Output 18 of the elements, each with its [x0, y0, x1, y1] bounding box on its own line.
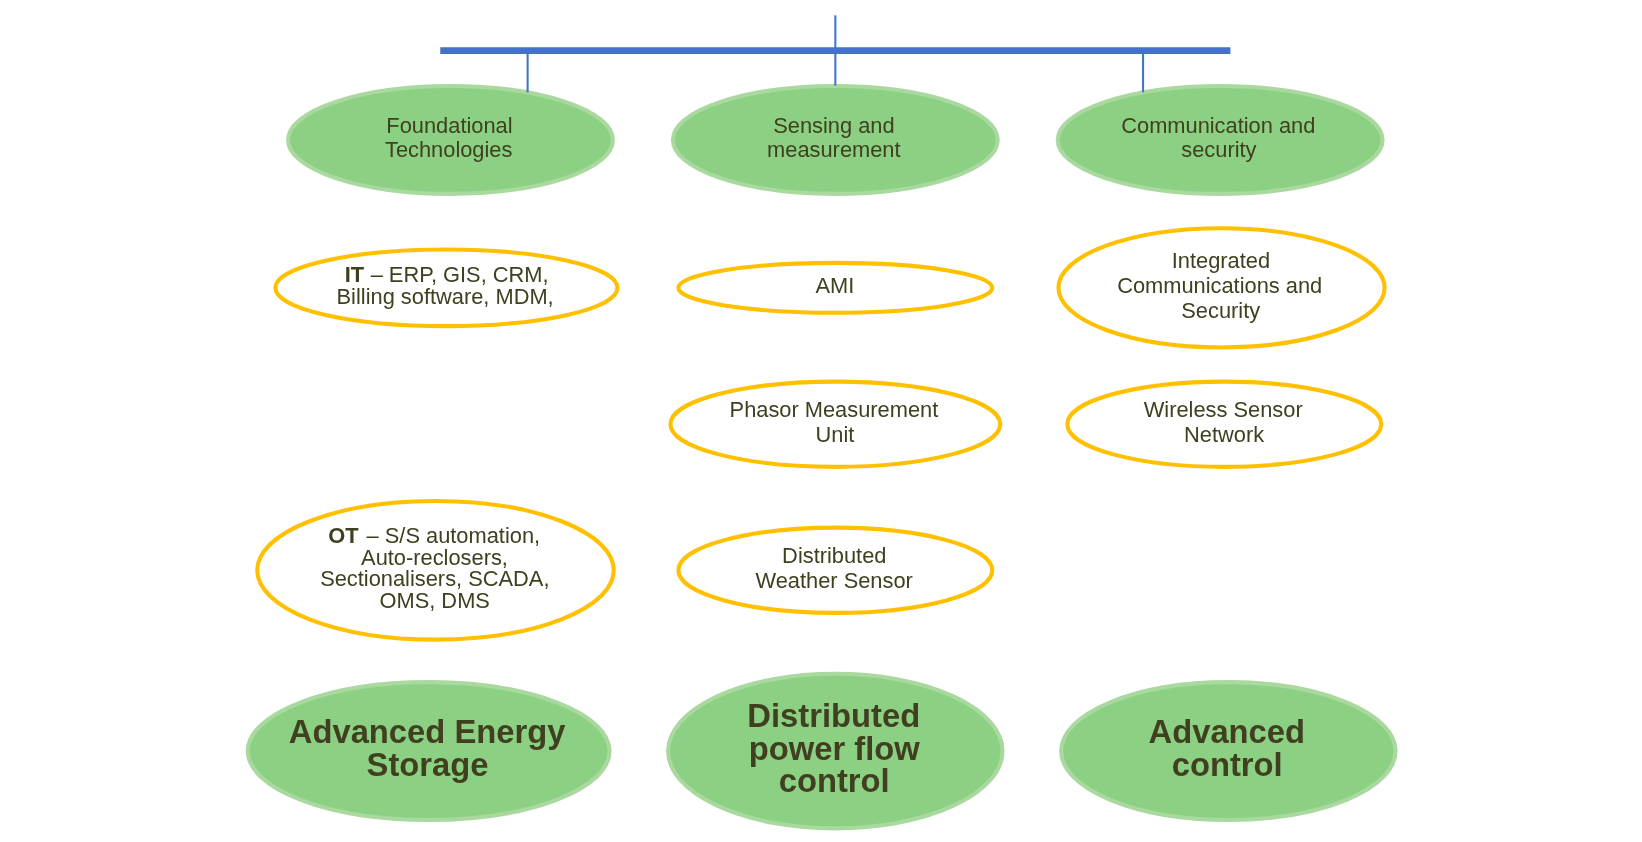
node-ellipse: Integrated Communications and Security	[1055, 226, 1387, 350]
node-ellipse: Distributed Weather Sensor	[675, 525, 994, 615]
node-bar	[439, 47, 1230, 54]
node-ellipse: OT – S/S automation, Auto-reclosers, Sectionalisers, SCADA, OMS, DMS	[254, 498, 616, 642]
node-ellipse: Phasor Measurement Unit	[667, 379, 1002, 469]
connector	[1141, 52, 1144, 93]
node-ellipse: Advanced control	[1058, 680, 1398, 823]
node-ellipse: Wireless Sensor Network	[1064, 379, 1383, 469]
node-ellipse: Communication and security	[1055, 84, 1385, 196]
connector	[833, 15, 836, 49]
node-ellipse: Distributed power flow control	[665, 671, 1005, 831]
node-ellipse: IT – ERP, GIS, CRM, Billing software, MDM,	[272, 247, 619, 329]
node-ellipse: AMI	[675, 260, 994, 315]
node-ellipse: Advanced Energy Storage	[245, 680, 612, 823]
node-ellipse: Foundational Technologies	[285, 84, 615, 196]
node-ellipse: Sensing and measurement	[670, 84, 1000, 196]
connector	[833, 52, 836, 86]
connector	[526, 52, 529, 93]
